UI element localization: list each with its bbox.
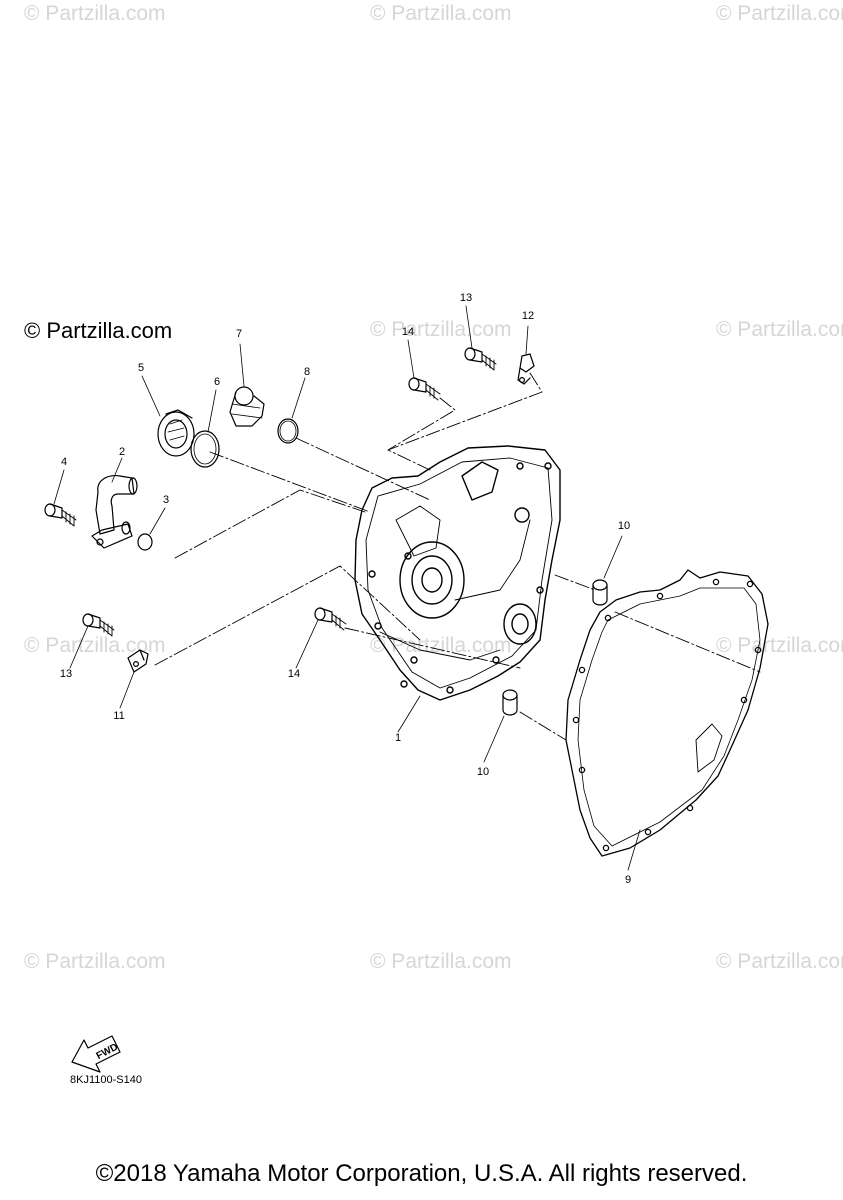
o-ring-small [277, 418, 299, 444]
callout-12: 12 [521, 310, 535, 322]
dowel-pin-lower [502, 689, 518, 716]
watermark: © Partzilla.com [716, 634, 843, 657]
assembly-lines [154, 372, 761, 741]
o-ring-large [190, 430, 220, 468]
diagram-code: 8KJ1100-S140 [70, 1074, 142, 1086]
leader-lines [53, 305, 641, 871]
bolt-13-lower [82, 613, 115, 637]
bolt-14-lower [314, 607, 347, 631]
watermark: © Partzilla.com [716, 2, 843, 25]
watermark-main: © Partzilla.com [24, 318, 173, 343]
copyright-notice: ©2018 Yamaha Motor Corporation, U.S.A. A… [95, 1160, 748, 1187]
watermark: © Partzilla.com [24, 634, 166, 657]
callout-6: 6 [213, 376, 221, 388]
clamp-12 [517, 353, 535, 385]
bolt-13-upper [464, 347, 497, 371]
callout-10-upper: 10 [617, 520, 631, 532]
watermark: © Partzilla.com [716, 318, 843, 341]
watermark: © Partzilla.com [370, 950, 512, 973]
callout-14-lower: 14 [287, 668, 301, 680]
dowel-pin-upper [592, 579, 608, 606]
watermark: © Partzilla.com [24, 2, 166, 25]
callout-5: 5 [137, 362, 145, 374]
callout-11: 11 [113, 710, 125, 722]
callout-1: 1 [394, 732, 402, 744]
callout-13-upper: 13 [459, 292, 473, 304]
o-ring-large-inner [193, 433, 217, 465]
callout-7: 7 [235, 328, 243, 340]
callout-8: 8 [303, 366, 311, 378]
crankcase-cover [354, 445, 561, 701]
o-ring-small-inner [279, 420, 297, 442]
fwd-arrow-icon [71, 1035, 121, 1073]
watermark: © Partzilla.com [370, 634, 512, 657]
watermark: © Partzilla.com [24, 950, 166, 973]
callout-14-upper: 14 [401, 326, 415, 338]
callout-13-lower: 13 [59, 668, 73, 680]
callout-9: 9 [624, 874, 632, 886]
watermark: © Partzilla.com [370, 2, 512, 25]
callout-4: 4 [60, 456, 68, 468]
callout-10-lower: 10 [476, 766, 490, 778]
callout-3: 3 [162, 494, 170, 506]
callout-2: 2 [118, 446, 126, 458]
watermark: © Partzilla.com [716, 950, 843, 973]
bolt-4 [44, 503, 77, 527]
watermark: © Partzilla.com [370, 318, 512, 341]
gasket [565, 569, 769, 857]
clamp-11 [127, 649, 149, 673]
o-ring-3 [137, 533, 153, 551]
oil-filler-cap [157, 409, 195, 457]
elbow-pipe [91, 475, 138, 549]
bolt-14-upper [408, 377, 441, 401]
plug [229, 386, 265, 427]
